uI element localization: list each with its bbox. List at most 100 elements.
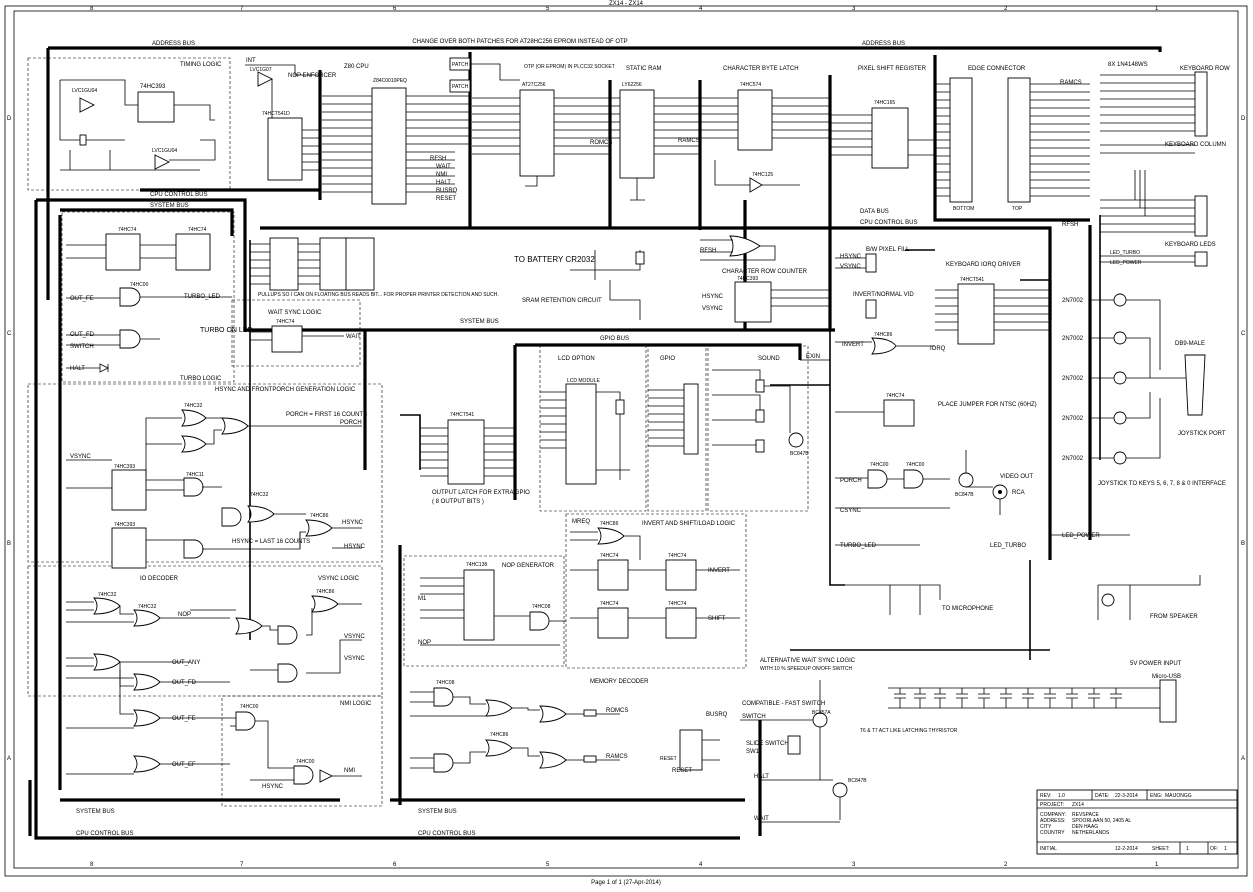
outer-frame [4, 5, 1248, 877]
row-letter-d: D [7, 116, 12, 122]
svg-text:RESET: RESET [660, 756, 677, 762]
svg-text:WAIT: WAIT [436, 164, 451, 170]
col-number-7: 7 [240, 6, 244, 12]
svg-text:74HC08: 74HC08 [532, 604, 551, 610]
vsync-logic-circuit: 74HC86 VSYNC VSYNC [190, 589, 365, 683]
hsync-logic-circuit: 74HC393 74HC393 74HC32 74HC11 74HC32 74H… [66, 403, 367, 569]
svg-text:BUSRQ: BUSRQ [706, 712, 728, 718]
svg-text:ROMCS: ROMCS [606, 708, 628, 714]
memory-decoder-circuit: 74HC08 74HC86 ROMCS RAMCS [410, 680, 628, 773]
svg-text:SLIDE SWITCH: SLIDE SWITCH [746, 741, 789, 747]
svg-text:12-2-2014: 12-2-2014 [1115, 846, 1138, 852]
svg-text:INT: INT [246, 58, 256, 64]
block-label-gpio: GPIO [660, 356, 675, 362]
svg-text:FROM SPEAKER: FROM SPEAKER [1150, 614, 1198, 620]
svg-text:74HC125: 74HC125 [752, 172, 773, 178]
svg-text:1: 1 [1224, 846, 1227, 852]
svg-text:WAIT: WAIT [346, 334, 361, 340]
changeover-note: CHANGE OVER BOTH PATCHES FOR AT28HC256 E… [412, 39, 627, 45]
svg-text:HALT: HALT [70, 366, 85, 372]
system-bus-label-bottom-mid: SYSTEM BUS [418, 809, 457, 815]
svg-text:RAMCS: RAMCS [606, 754, 628, 760]
otp-eprom-chip: AT27C256 [472, 82, 610, 187]
svg-text:2N7002: 2N7002 [1062, 298, 1084, 304]
svg-text:COUNTRY: COUNTRY [1040, 830, 1065, 836]
svg-text:SRAM RETENTION CIRCUIT: SRAM RETENTION CIRCUIT [522, 298, 602, 304]
svg-text:DEN HAAG: DEN HAAG [1072, 824, 1098, 830]
block-label-turbo: TURBO LOGIC [180, 376, 222, 382]
frame-column-numbers: 8 7 6 5 4 3 2 1 8 7 6 5 4 3 2 1 [90, 6, 1159, 868]
block-label-char-row: CHARACTER ROW COUNTER [722, 269, 808, 275]
block-label-otp: OTP (OR EPROM) IN PLCC32 SOCKET [524, 64, 615, 70]
svg-text:TURBO ON LED: TURBO ON LED [200, 327, 253, 334]
svg-text:1.0: 1.0 [1058, 793, 1065, 799]
svg-text:74HC74: 74HC74 [118, 227, 137, 233]
svg-text:TO MICROPHONE: TO MICROPHONE [942, 606, 993, 612]
block-label-invert-shift: INVERT AND SHIFT/LOAD LOGIC [642, 521, 736, 527]
svg-text:RFSH: RFSH [700, 248, 716, 254]
svg-text:OUT_FE: OUT_FE [70, 296, 94, 302]
row-letter-b-right: B [1241, 541, 1245, 547]
block-label-io-decoder: IO DECODER [140, 576, 179, 582]
svg-text:74HC393: 74HC393 [737, 276, 758, 282]
svg-text:74HC08: 74HC08 [436, 680, 455, 686]
battery-circuit: TO BATTERY CR2032 SRAM RETENTION CIRCUIT [514, 250, 645, 320]
svg-text:BC847B: BC847B [790, 451, 809, 457]
inner-frame [13, 10, 1239, 869]
block-label-nop-enforcer: NOP ENFORCER [288, 73, 337, 79]
svg-text:LY62256: LY62256 [622, 82, 642, 88]
svg-text:TURBO_LED: TURBO_LED [184, 294, 221, 300]
svg-text:2N7002: 2N7002 [1062, 416, 1084, 422]
svg-text:22-3-2014: 22-3-2014 [1115, 793, 1138, 799]
svg-text:74HC00: 74HC00 [906, 462, 925, 468]
io-decoder-circuit: 74HC32 74HC32 NOP OUT_ANY OUT_FD OUT_FE … [66, 592, 230, 775]
block-label-edge: EDGE CONNECTOR [968, 66, 1026, 72]
svg-text:74HC86: 74HC86 [600, 521, 619, 527]
svg-text:NOP: NOP [418, 640, 431, 646]
svg-text:74HCT541D: 74HCT541D [262, 111, 290, 117]
svg-text:REVSPACE: REVSPACE [1072, 812, 1100, 818]
svg-text:LED_POWER: LED_POWER [1062, 533, 1100, 539]
invert-shift-circuit: 74HC74 74HC74 74HC74 74HC74 74HC86 INVER… [570, 521, 740, 639]
svg-text:74HC00: 74HC00 [130, 282, 149, 288]
svg-text:LED_TURBO: LED_TURBO [1110, 250, 1140, 256]
svg-text:REV:: REV: [1040, 793, 1051, 799]
patch-jumper: PATCH PATCH [449, 57, 520, 93]
svg-text:74HC74: 74HC74 [276, 319, 295, 325]
svg-text:74HC32: 74HC32 [98, 592, 117, 598]
svg-text:PATCH: PATCH [452, 62, 469, 68]
svg-text:74HCT541: 74HCT541 [960, 277, 984, 283]
svg-text:OUT_ANY: OUT_ANY [172, 660, 200, 666]
system-bus-label-mid: SYSTEM BUS [460, 319, 499, 325]
block-label-z80: Z80 CPU [344, 64, 369, 70]
char-latch-chip: 74HC574 74HC125 [700, 82, 830, 193]
cpu-control-bus-label-bottom-mid: CPU CONTROL BUS [418, 831, 475, 837]
svg-text:LVC1GU04: LVC1GU04 [152, 148, 177, 154]
svg-text:LED_TURBO: LED_TURBO [990, 543, 1026, 549]
col-number-6-bottom: 6 [393, 862, 397, 868]
svg-text:74HC574: 74HC574 [740, 82, 761, 88]
svg-text:HSYNC: HSYNC [342, 520, 364, 526]
svg-text:RAMCS: RAMCS [678, 138, 700, 144]
svg-text:INITIAL: INITIAL [1040, 846, 1057, 852]
svg-text:MREQ: MREQ [572, 519, 590, 525]
svg-text:BC857A: BC857A [812, 710, 831, 716]
col-number-8: 8 [90, 6, 94, 12]
block-label-vsync: VSYNC LOGIC [318, 576, 360, 582]
svg-text:RAMCS: RAMCS [1060, 80, 1082, 86]
svg-text:74HC74: 74HC74 [188, 227, 207, 233]
svg-text:SHEET:: SHEET: [1152, 846, 1170, 852]
svg-text:WITH 10 % SPEEDUP ON/OFF SWITC: WITH 10 % SPEEDUP ON/OFF SWITCH [760, 666, 853, 672]
row-letter-c: C [7, 331, 12, 337]
svg-text:RCA: RCA [1012, 490, 1025, 496]
svg-text:74HC32: 74HC32 [184, 403, 203, 409]
col-number-7-bottom: 7 [240, 862, 244, 868]
pixel-shift-chip: 74HC165 [830, 100, 935, 169]
svg-text:2N7002: 2N7002 [1062, 456, 1084, 462]
svg-text:TOP: TOP [1012, 206, 1023, 212]
svg-text:74HC393: 74HC393 [140, 84, 166, 90]
svg-text:LVC1G07: LVC1G07 [250, 67, 272, 73]
system-bus-label-bottom-left: SYSTEM BUS [76, 809, 115, 815]
col-number-2-bottom: 2 [1004, 862, 1008, 868]
